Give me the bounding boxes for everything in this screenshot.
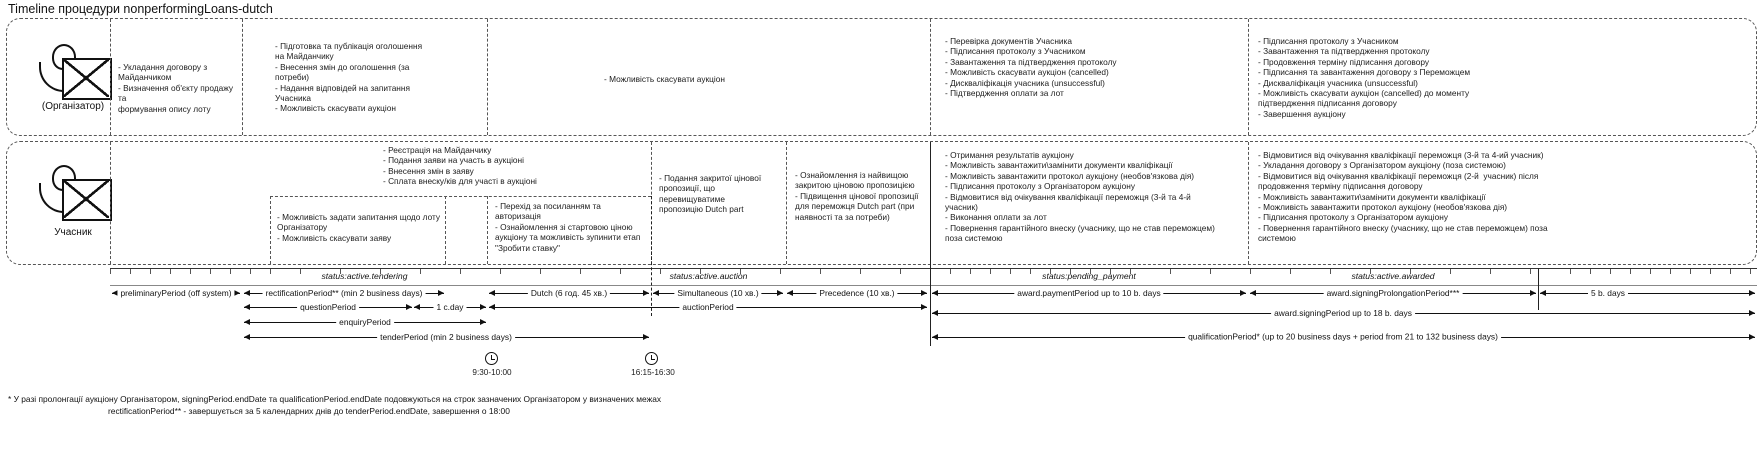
- boundary-pending-payment: [930, 142, 931, 346]
- lane2-sep-3: [445, 196, 446, 264]
- page-title: Timeline процедури nonperformingLoans-du…: [8, 2, 273, 16]
- timeline-ruler: [110, 268, 1757, 286]
- lane2-sep-6: [786, 142, 787, 264]
- label-five-b-days: 5 b. days: [1588, 288, 1628, 298]
- label-qualification-period: qualificationPeriod* (up to 20 business …: [1185, 331, 1501, 342]
- label-dutch-period: Dutch (6 год. 45 хв.): [527, 288, 611, 298]
- part-block-registration: - Реєстрація на Майданчику - Подання зая…: [383, 145, 537, 187]
- boundary-precedence-end: [651, 196, 652, 316]
- label-auction-period: auctionPeriod: [679, 302, 737, 312]
- status-active-tendering: status:active.tendering: [321, 271, 408, 281]
- clock-precedence-start-label: 16:15-16:30: [631, 368, 675, 377]
- label-simultaneous-period: Simultaneous (10 хв.): [674, 288, 762, 298]
- clock-icon: [645, 352, 658, 365]
- lane2-hsep: [270, 196, 651, 197]
- part-block-awarded: - Відмовитися від очікування кваліфікаці…: [1258, 150, 1548, 244]
- org-block-preliminary: - Укладання договору з Майданчиком - Виз…: [118, 62, 233, 114]
- footnote-2: rectificationPeriod** - завершується за …: [108, 406, 510, 416]
- lane1-sep-4: [930, 19, 931, 135]
- status-active-awarded: status:active.awarded: [1351, 271, 1435, 281]
- lane1-sep-1: [110, 19, 111, 135]
- lane-participant: [6, 141, 1757, 265]
- label-award-payment-period: award.paymentPeriod up to 10 b. days: [1014, 288, 1164, 298]
- label-preliminary-period: preliminaryPeriod (off system): [117, 288, 235, 298]
- clock-dutch-end-label: 9:30-10:00: [472, 368, 512, 377]
- lane2-sep-8: [1248, 142, 1249, 264]
- arrow-five-b-days: [1540, 289, 1755, 296]
- label-one-c-day: 1 c.day: [433, 302, 467, 312]
- part-block-questions: - Можливість задати запитання щодо лоту …: [277, 212, 441, 243]
- status-active-auction: status:active.auction: [669, 271, 748, 281]
- org-block-pending-payment: - Перевірка документів Учасника - Підпис…: [945, 36, 1117, 99]
- org-block-rectification: - Підготовка та публікація оголошення на…: [275, 41, 423, 114]
- label-tender-period: tenderPeriod (min 2 business days): [377, 332, 515, 342]
- lane2-sep-2: [270, 196, 271, 264]
- actor-participant: Учасник: [30, 163, 116, 238]
- label-award-signing-period: award.signingPeriod up to 18 b. days: [1271, 308, 1415, 318]
- lane-organizer: [6, 18, 1757, 136]
- actor-participant-label: Учасник: [54, 227, 92, 238]
- label-award-signing-prolongation: award.signingProlongationPeriod***: [1323, 288, 1463, 298]
- status-pending-payment: status:pending_payment: [1042, 271, 1136, 281]
- person-envelope-icon: [36, 163, 112, 225]
- org-block-auction: - Можливість скасувати аукціон: [604, 74, 725, 84]
- clock-icon: [485, 352, 498, 365]
- part-block-simultaneous: - Подання закритої цінової пропозиції, щ…: [659, 173, 762, 215]
- part-block-dutch: - Перехід за посиланням та авторизація -…: [495, 201, 641, 253]
- label-precedence-period: Precedence (10 хв.): [816, 288, 898, 298]
- part-block-pending-payment: - Отримання результатів аукціону - Можли…: [945, 150, 1215, 244]
- actor-organizer: Банк (Організатор): [30, 42, 116, 116]
- footnote-1: * У разі пролонгації аукціону Організато…: [8, 394, 662, 404]
- part-block-precedence: - Ознайомлення із найвищою закритою ціно…: [795, 170, 919, 222]
- person-envelope-icon: [36, 42, 112, 104]
- label-enquiry-period: enquiryPeriod: [336, 317, 394, 327]
- lane2-sep-1: [110, 142, 111, 264]
- label-question-period: questionPeriod: [297, 302, 359, 312]
- lane1-sep-3: [487, 19, 488, 135]
- lane1-sep-2: [242, 19, 243, 135]
- label-rectification-period: rectificationPeriod** (min 2 business da…: [262, 288, 426, 298]
- actor-organizer-label-line2: (Організатор): [41, 101, 105, 112]
- org-block-awarded: - Підписання протоколу з Учасником - Зав…: [1258, 36, 1471, 119]
- lane2-sep-4: [487, 196, 488, 264]
- lane1-sep-5: [1248, 19, 1249, 135]
- boundary-awarded-end: [1538, 268, 1539, 310]
